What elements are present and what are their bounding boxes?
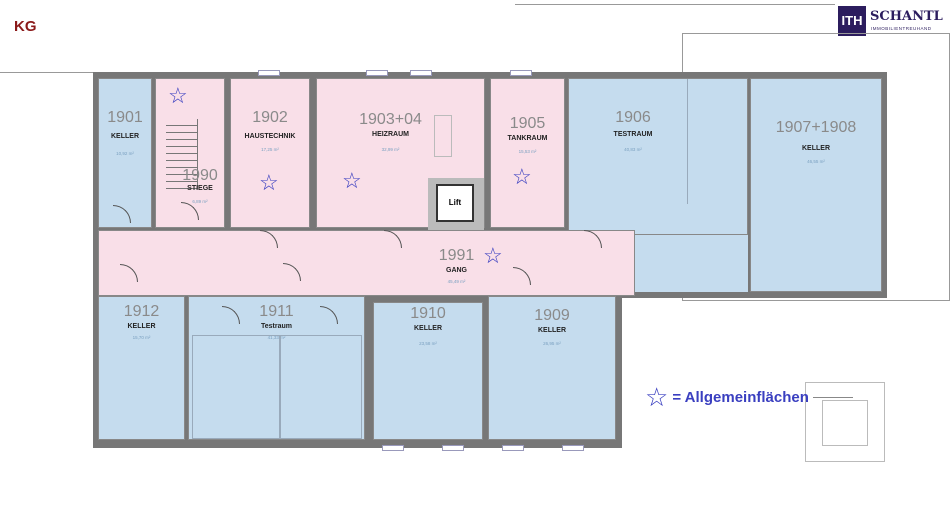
- legend: ☆ = Allgemeinflächen: [645, 382, 853, 412]
- site-line-top: [515, 4, 835, 5]
- room-1905[interactable]: 1905 TANKRAUM 15,53 m²: [490, 78, 565, 228]
- room-area: 32,99 m²: [381, 147, 400, 152]
- legend-text: = Allgemeinflächen: [672, 388, 809, 406]
- outdoor-square: [805, 382, 885, 462]
- logo: ITH SCHANTL IMMOBILIENTREUHAND: [838, 6, 948, 36]
- boiler: [434, 115, 452, 157]
- room-number: 1911: [259, 303, 294, 320]
- room-area: 23,58 m²: [419, 341, 437, 346]
- room-number: 1912: [123, 303, 160, 320]
- room-area: 46,55 m²: [807, 159, 825, 164]
- room-area: 45,49 m²: [447, 279, 466, 284]
- room-name: HEIZRAUM: [372, 131, 409, 138]
- room-number: 1907+1908: [775, 119, 857, 136]
- legend-line: [812, 396, 853, 398]
- room-name: KELLER: [127, 323, 156, 330]
- room-1912[interactable]: 1912 KELLER 15,70 m²: [98, 296, 185, 440]
- room-name: KELLER: [111, 133, 139, 140]
- room-name: TESTRAUM: [613, 131, 653, 138]
- floor-label: KG: [14, 18, 37, 35]
- star-icon: ☆: [342, 168, 362, 193]
- room-1902[interactable]: 1902 HAUSTECHNIK 17,25 m²: [230, 78, 310, 228]
- room-1991[interactable]: 1991 GANG 45,49 m²: [98, 230, 635, 296]
- room-1990[interactable]: 1990 STIEGE 6,89 m²: [155, 78, 225, 228]
- room-name: HAUSTECHNIK: [244, 133, 296, 140]
- window: [502, 445, 524, 451]
- star-icon: ☆: [645, 382, 669, 412]
- room-area: 15,53 m²: [518, 149, 537, 154]
- lift: Lift: [428, 178, 484, 230]
- room-number: 1991: [438, 247, 475, 264]
- window: [510, 70, 532, 76]
- window: [382, 445, 404, 451]
- star-icon: ☆: [512, 164, 532, 189]
- logo-subtitle: IMMOBILIENTREUHAND: [871, 26, 932, 31]
- room-number: 1910: [410, 305, 446, 322]
- star-icon: ☆: [168, 83, 188, 108]
- room-area: 15,70 m²: [132, 335, 151, 340]
- room-number: 1906: [615, 109, 651, 126]
- room-name: GANG: [446, 267, 467, 274]
- site-line: [0, 72, 93, 73]
- outdoor-square-inner: [822, 400, 868, 446]
- room-area: 6,89 m²: [192, 199, 208, 204]
- room-number: 1990: [182, 167, 218, 184]
- storage-box: [192, 335, 280, 439]
- room-area: 40,83 m²: [624, 147, 642, 152]
- room-name: Testraum: [261, 323, 292, 330]
- room-name: KELLER: [802, 145, 830, 152]
- window: [410, 70, 432, 76]
- room-name: KELLER: [414, 325, 442, 332]
- room-number: 1902: [252, 109, 288, 126]
- room-1906-extension: [635, 235, 748, 292]
- window: [366, 70, 388, 76]
- staircase: [166, 119, 198, 189]
- window: [258, 70, 280, 76]
- room-1907-1908[interactable]: 1907+1908 KELLER 46,55 m²: [750, 78, 882, 292]
- lift-label: Lift: [436, 184, 474, 222]
- logo-mark: ITH: [838, 6, 866, 36]
- room-area: 10,92 m²: [116, 151, 134, 156]
- window: [562, 445, 584, 451]
- room-1910[interactable]: 1910 KELLER 23,58 m²: [373, 302, 483, 440]
- inner-line: [687, 79, 688, 204]
- room-1906[interactable]: 1906 TESTRAUM 40,83 m²: [568, 78, 748, 235]
- room-name: TANKRAUM: [507, 135, 548, 142]
- room-name: KELLER: [538, 327, 566, 334]
- room-number: 1905: [509, 115, 546, 132]
- room-area: 41,33 m²: [267, 335, 286, 340]
- star-icon: ☆: [259, 170, 279, 195]
- room-name: STIEGE: [187, 185, 213, 192]
- room-number: 1909: [534, 307, 570, 324]
- star-icon: ☆: [483, 243, 503, 268]
- room-1909[interactable]: 1909 KELLER 26,95 m²: [488, 296, 616, 440]
- room-number: 1903+04: [359, 111, 422, 128]
- window: [442, 445, 464, 451]
- logo-name: SCHANTL: [870, 9, 943, 24]
- storage-box: [280, 335, 362, 439]
- room-1911[interactable]: 1911 Testraum 41,33 m²: [188, 296, 365, 440]
- room-area: 17,25 m²: [261, 147, 279, 152]
- room-1901[interactable]: 1901 KELLER 10,92 m²: [98, 78, 152, 228]
- room-area: 26,95 m²: [543, 341, 561, 346]
- room-number: 1901: [107, 109, 143, 126]
